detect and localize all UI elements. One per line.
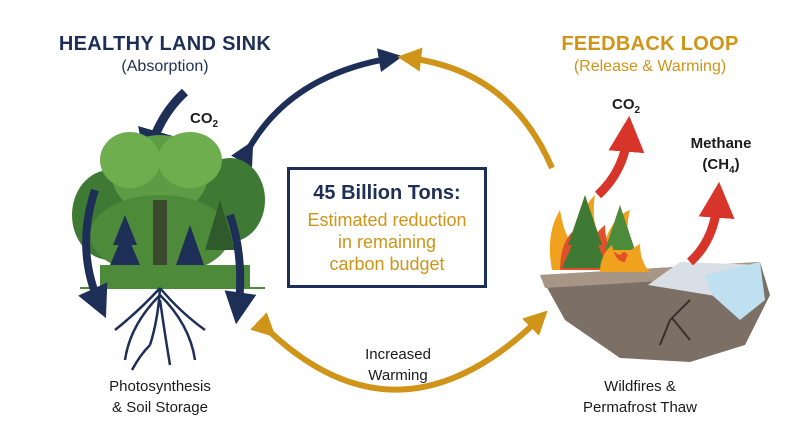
methane-release-arrow <box>686 181 735 266</box>
forest-right-arrow <box>224 213 257 325</box>
photosynthesis-caption: Photosynthesis & Soil Storage <box>109 378 211 416</box>
absorption-subtitle: (Absorption) <box>121 58 209 75</box>
gold-cycle-arrow-top <box>397 47 555 170</box>
methane-label: Methane (CH4) <box>690 135 752 176</box>
navy-cycle-arrow <box>231 48 403 168</box>
co2-released-label: CO2 <box>612 96 641 116</box>
healthy-land-sink-title: HEALTHY LAND SINK <box>58 33 272 55</box>
box-body: Estimated reduction in remaining carbon … <box>307 210 467 274</box>
roots-icon <box>114 287 206 371</box>
forest-left-arrow <box>78 188 108 319</box>
wildfires-caption: Wildfires & Permafrost Thaw <box>583 378 697 416</box>
co2-absorbed-label: CO2 <box>190 110 219 130</box>
box-headline: 45 Billion Tons: <box>313 182 461 204</box>
feedback-loop-title: FEEDBACK LOOP <box>561 33 739 55</box>
gold-cycle-arrow-bottom <box>250 310 548 393</box>
co2-release-arrow <box>594 115 645 199</box>
wildfire-landscape-icon <box>540 195 770 362</box>
increased-warming-label: Increased Warming <box>365 346 431 384</box>
release-warming-subtitle: (Release & Warming) <box>573 58 727 75</box>
carbon-budget-box: 45 Billion Tons: Estimated reduction in … <box>287 167 487 288</box>
